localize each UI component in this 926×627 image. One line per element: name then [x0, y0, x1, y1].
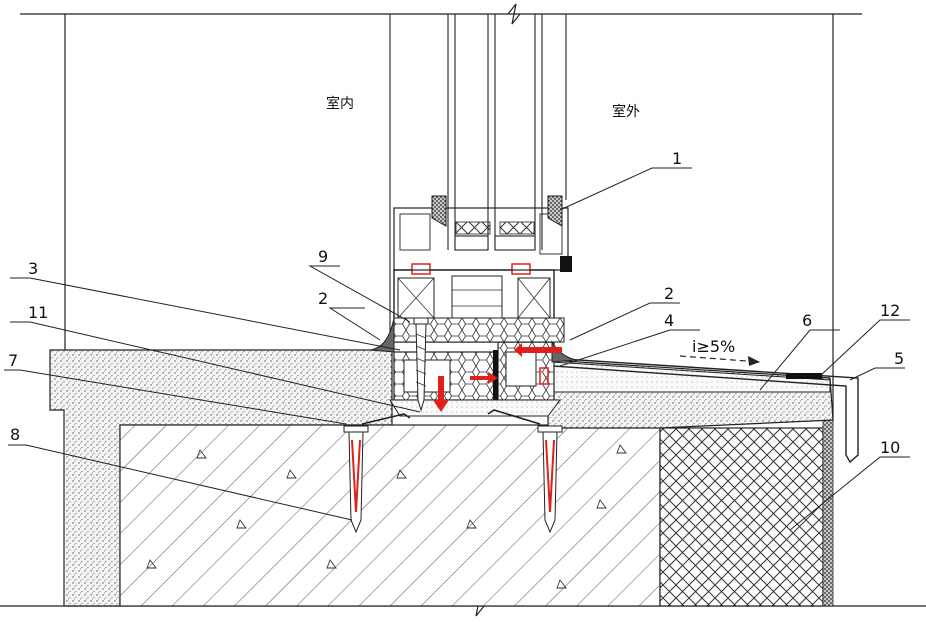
callout-1: 1 [672, 149, 682, 168]
anchor-bolt-right [537, 425, 563, 534]
frame-fixing-screw [413, 317, 429, 412]
leader-lines [4, 167, 910, 531]
thermal-break-bar [493, 350, 498, 400]
subframe-core-right [505, 351, 537, 387]
anchor-bolt-left [343, 425, 369, 534]
slope-arrow [679, 355, 761, 366]
callout-5: 5 [894, 349, 904, 368]
label-outdoor: 室外 [612, 103, 640, 120]
callout-8: 8 [10, 425, 20, 444]
callout-3: 3 [28, 259, 38, 278]
glazing-gaskets [431, 195, 563, 235]
aggregate-marks [146, 444, 627, 589]
callout-2-left: 2 [318, 289, 328, 308]
callout-9: 9 [318, 247, 328, 266]
callout-11: 11 [28, 303, 48, 322]
sealant-strip-12 [786, 373, 822, 379]
concrete-wall [119, 424, 661, 607]
mounting-brackets [361, 409, 541, 425]
sill-flashing [546, 357, 859, 464]
callout-4: 4 [664, 311, 674, 330]
drainage-arrows [433, 343, 562, 412]
label-indoor: 室内 [326, 95, 354, 112]
foam-bottom-seal [389, 399, 561, 417]
callout-6: 6 [802, 311, 812, 330]
exterior-sealant-bead [551, 340, 577, 363]
insulation-block [659, 427, 824, 607]
render-layer [822, 419, 834, 607]
callout-12: 12 [880, 301, 900, 320]
callout-2-right: 2 [664, 284, 674, 303]
callout-10: 10 [880, 438, 900, 457]
label-slope: i≥5% [692, 337, 735, 356]
callout-7: 7 [8, 351, 18, 370]
insulated-glass-unit [389, 14, 567, 350]
interior-sealant-bead [369, 317, 395, 353]
wall-outline [64, 14, 834, 420]
